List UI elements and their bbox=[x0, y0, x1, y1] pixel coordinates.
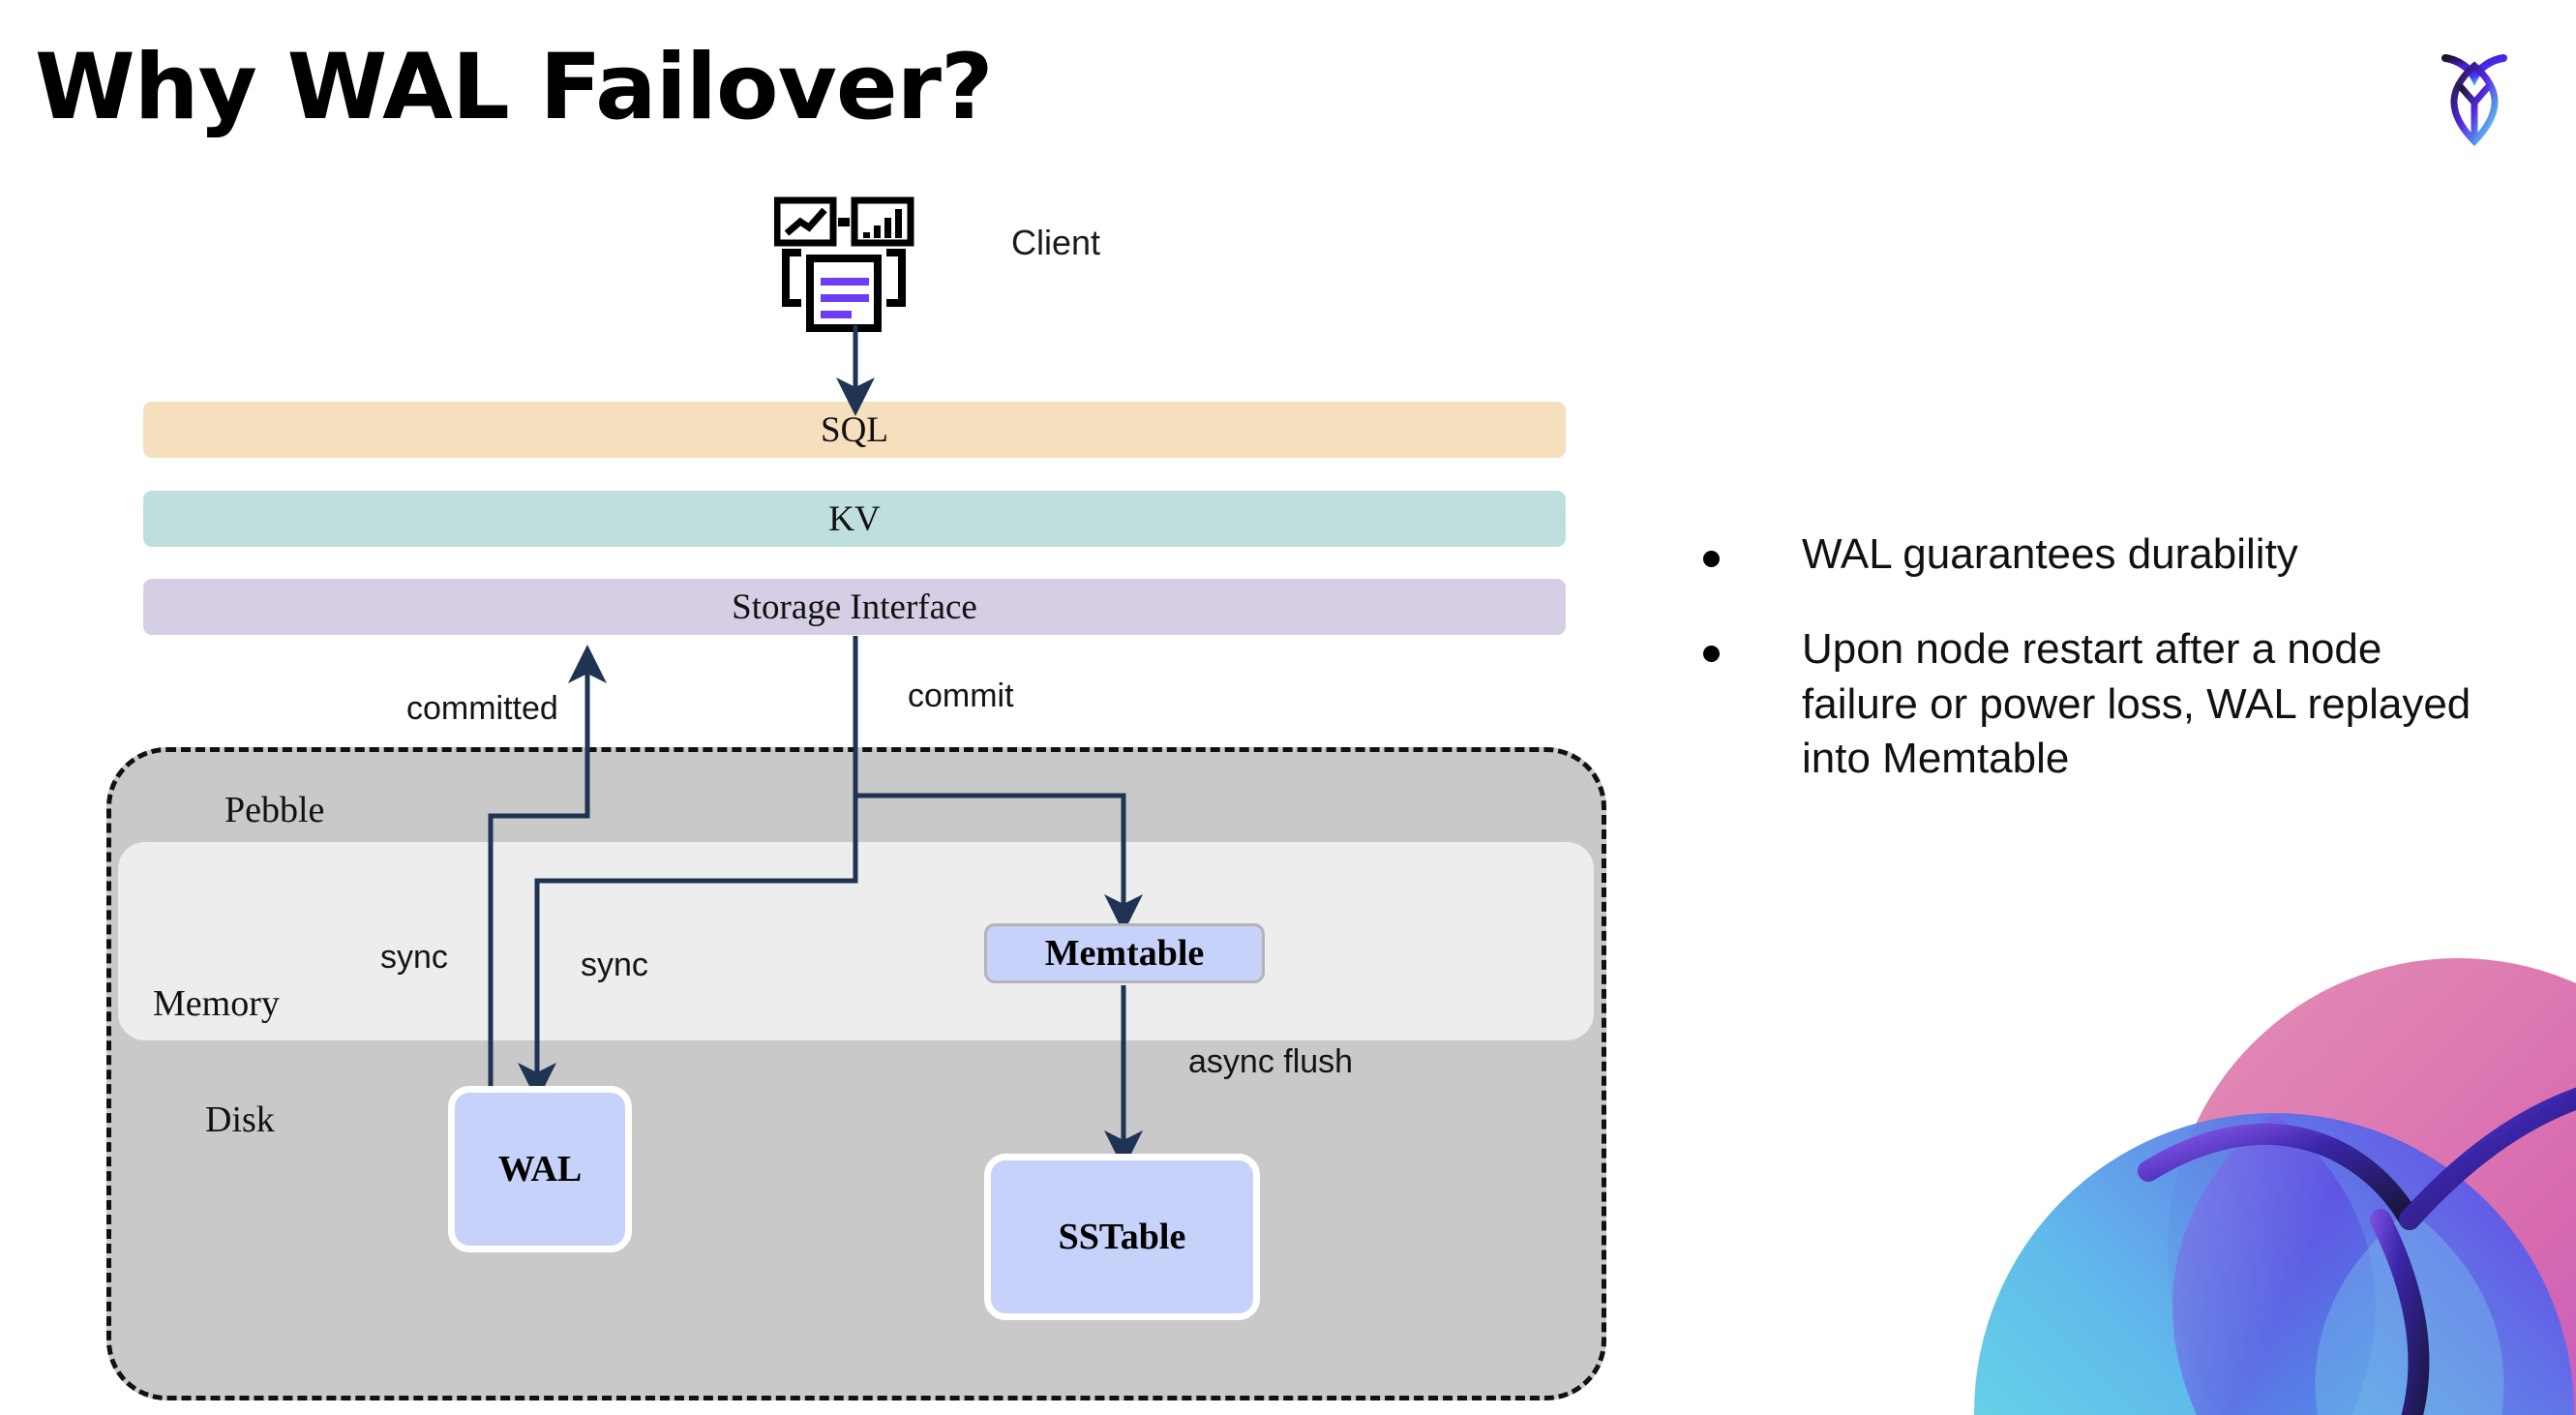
bullet-list: WAL guarantees durability Upon node rest… bbox=[1703, 527, 2506, 827]
bullet-text: Upon node restart after a node failure o… bbox=[1802, 625, 2471, 782]
client-label: Client bbox=[1011, 223, 1101, 262]
layer-bar-kv: KV bbox=[143, 491, 1566, 547]
client-dashboard-icon bbox=[773, 196, 929, 332]
cockroachdb-logo-icon bbox=[2413, 37, 2535, 159]
layer-bar-storage-interface: Storage Interface bbox=[143, 579, 1566, 635]
bullet-dot-icon bbox=[1703, 551, 1720, 567]
list-item: Upon node restart after a node failure o… bbox=[1703, 622, 2506, 786]
bullet-dot-icon bbox=[1703, 646, 1720, 663]
edge-label-commit: commit bbox=[908, 677, 1014, 714]
node-wal[interactable]: WAL bbox=[448, 1086, 632, 1252]
edge-label-sync-2: sync bbox=[581, 947, 648, 983]
node-memtable[interactable]: Memtable bbox=[984, 923, 1265, 983]
edge-label-async-flush: async flush bbox=[1188, 1043, 1354, 1080]
bullet-text: WAL guarantees durability bbox=[1802, 530, 2298, 578]
edge-label-sync-1: sync bbox=[380, 939, 448, 976]
list-item: WAL guarantees durability bbox=[1703, 527, 2506, 582]
page-title: Why WAL Failover? bbox=[35, 35, 994, 140]
edge-label-committed: committed bbox=[406, 690, 558, 727]
memory-label: Memory bbox=[153, 983, 280, 1024]
pebble-label: Pebble bbox=[225, 790, 325, 830]
node-sstable[interactable]: SSTable bbox=[984, 1154, 1260, 1320]
disk-label: Disk bbox=[205, 1099, 275, 1140]
